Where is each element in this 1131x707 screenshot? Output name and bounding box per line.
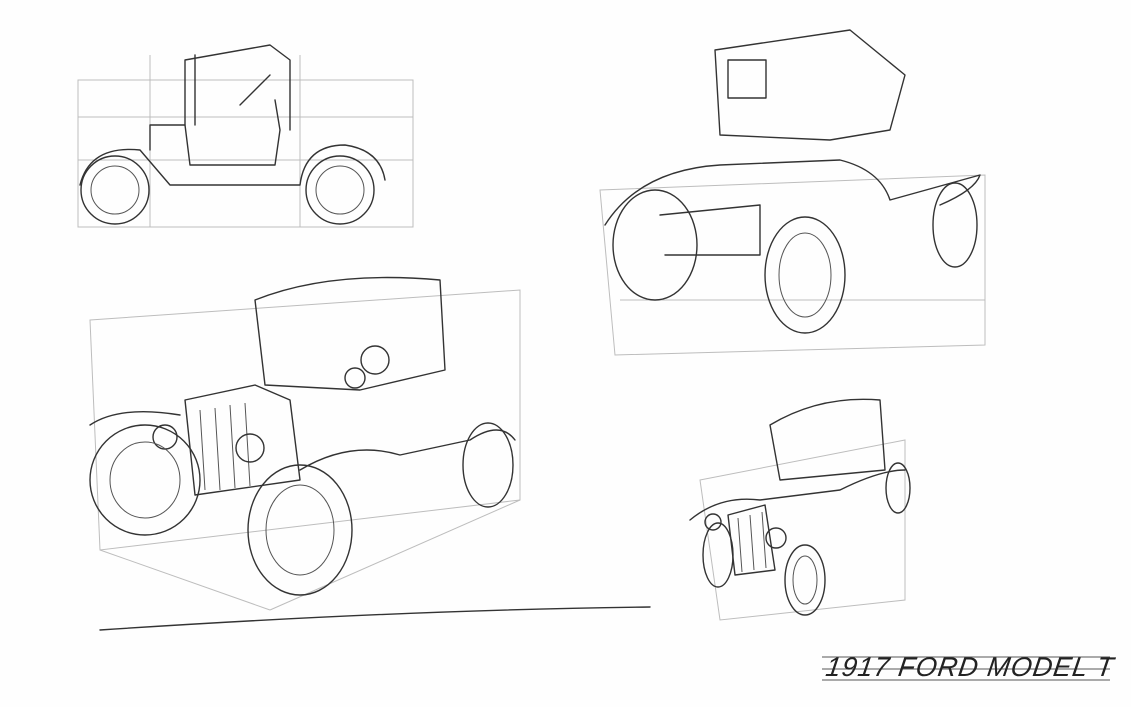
sketch-caption: 1917 FORD MODEL T bbox=[823, 652, 1117, 682]
caption-guidelines bbox=[822, 656, 1110, 681]
car-front-three-quarter-view bbox=[89, 276, 651, 631]
car-small-front-view bbox=[689, 398, 911, 621]
car-side-view bbox=[77, 44, 414, 228]
car-rear-three-quarter-view bbox=[599, 29, 986, 356]
